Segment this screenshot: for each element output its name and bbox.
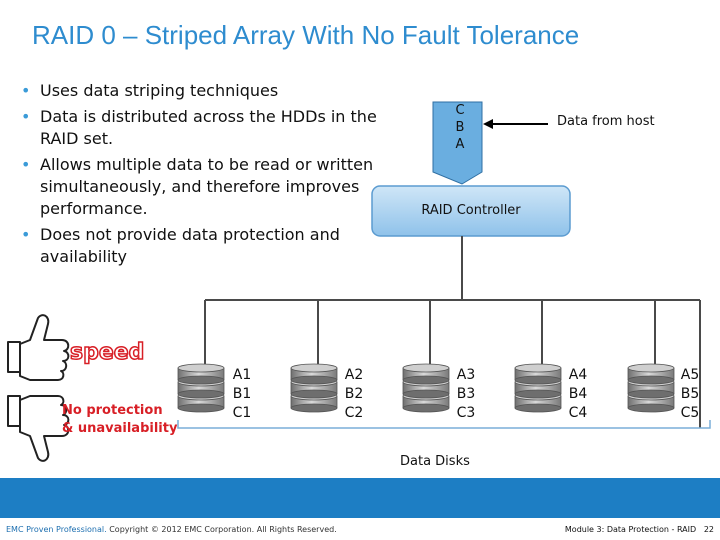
disk-icon	[290, 363, 338, 413]
wiring	[204, 236, 701, 428]
stack-letter: A	[455, 137, 465, 152]
host-arrow-head	[483, 119, 493, 129]
bullet-item: •Uses data striping techniques	[21, 81, 279, 100]
disk-icon	[627, 363, 675, 413]
disk-icon	[177, 363, 225, 413]
bullet-icon: •	[21, 107, 31, 126]
thumbs-down-icon	[7, 395, 70, 462]
bullet-icon: •	[21, 155, 31, 174]
bullet-item: •Data is distributed across the HDDs in …	[21, 107, 377, 148]
data-disks-label: Data Disks	[400, 454, 470, 469]
thumbs-up-icon	[7, 314, 70, 381]
stack-letter: C	[455, 103, 465, 118]
raid-controller-box	[371, 185, 571, 237]
no-protection-label: No protection & unavailability	[62, 403, 178, 436]
data-stack-letters: C B A	[452, 102, 468, 153]
bullet-item: •Does not provide data protection and av…	[21, 225, 340, 266]
footer-module: Module 3: Data Protection - RAID 22	[565, 525, 714, 534]
bullet-list: •Uses data striping techniques •Data is …	[18, 80, 378, 272]
bullet-icon: •	[21, 81, 31, 100]
disk-group-bracket	[177, 420, 711, 429]
disks-layer	[177, 363, 675, 413]
stack-letter: B	[455, 120, 465, 135]
bullet-item: •Allows multiple data to be read or writ…	[21, 155, 374, 218]
footer-copyright: EMC Proven Professional. Copyright © 201…	[6, 525, 337, 534]
data-stack	[432, 101, 483, 185]
footer-bar	[0, 478, 720, 518]
raid-controller-label: RAID Controller	[421, 203, 521, 218]
footer-module-text: Module 3: Data Protection - RAID	[564, 525, 697, 534]
speed-label: speed	[69, 339, 145, 366]
disk-icon	[514, 363, 562, 413]
host-label: Data from host	[557, 114, 655, 129]
footer-line	[0, 517, 720, 518]
footer-brand: EMC Proven Professional.	[6, 525, 107, 534]
slide-title: RAID 0 – Striped Array With No Fault Tol…	[32, 20, 580, 50]
raid-diagram	[7, 101, 711, 462]
data-stack-shape	[432, 101, 483, 185]
footer-copyright-text: Copyright © 2012 EMC Corporation. All Ri…	[109, 525, 337, 534]
bullet-icon: •	[21, 225, 31, 244]
page-number: 22	[703, 525, 714, 534]
disk-icon	[402, 363, 450, 413]
